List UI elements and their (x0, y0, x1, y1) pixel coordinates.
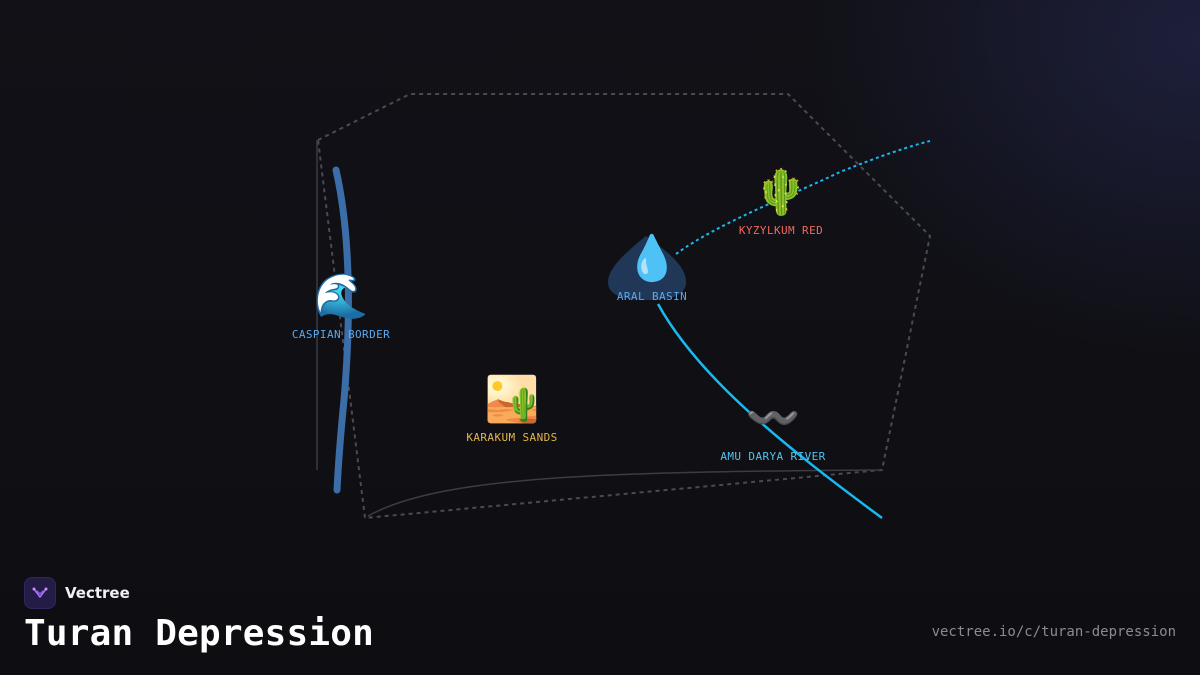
brand-name: Vectree (65, 584, 130, 602)
node-label: KYZYLKUM RED (738, 224, 824, 237)
region-outline (316, 93, 932, 520)
water-drop-icon: 💧 (624, 233, 680, 284)
desert-icon: 🏜️ (484, 374, 540, 425)
node-karakum-sands[interactable]: 🏜️ KARAKUM SANDS (466, 375, 557, 445)
squiggle-icon: 〰️ (745, 393, 801, 444)
amu-darya-path (656, 303, 883, 520)
page-title: Turan Depression (24, 613, 374, 654)
vectree-logo-icon (24, 577, 56, 609)
node-label: AMU DARYA RIVER (720, 450, 826, 463)
page-url-link[interactable]: vectree.io/c/turan-depression (931, 624, 1176, 640)
south-edge-curve (367, 469, 881, 517)
node-label: CASPIAN BORDER (291, 328, 391, 341)
aral-basin-shape (608, 236, 686, 300)
node-label: KARAKUM SANDS (466, 431, 558, 444)
cactus-icon: 🌵 (753, 167, 809, 218)
node-amu-darya-river[interactable]: 〰️ AMU DARYA RIVER (720, 394, 825, 464)
wave-icon: 🌊 (313, 271, 369, 322)
node-label: ARAL BASIN (616, 290, 688, 303)
caspian-coastline (332, 166, 352, 494)
brand[interactable]: Vectree (24, 577, 130, 609)
node-kyzylkum-red[interactable]: 🌵 KYZYLKUM RED (739, 168, 823, 238)
node-caspian-border[interactable]: 🌊 CASPIAN BORDER (292, 272, 390, 342)
node-aral-basin[interactable]: 💧 ARAL BASIN (617, 234, 687, 304)
